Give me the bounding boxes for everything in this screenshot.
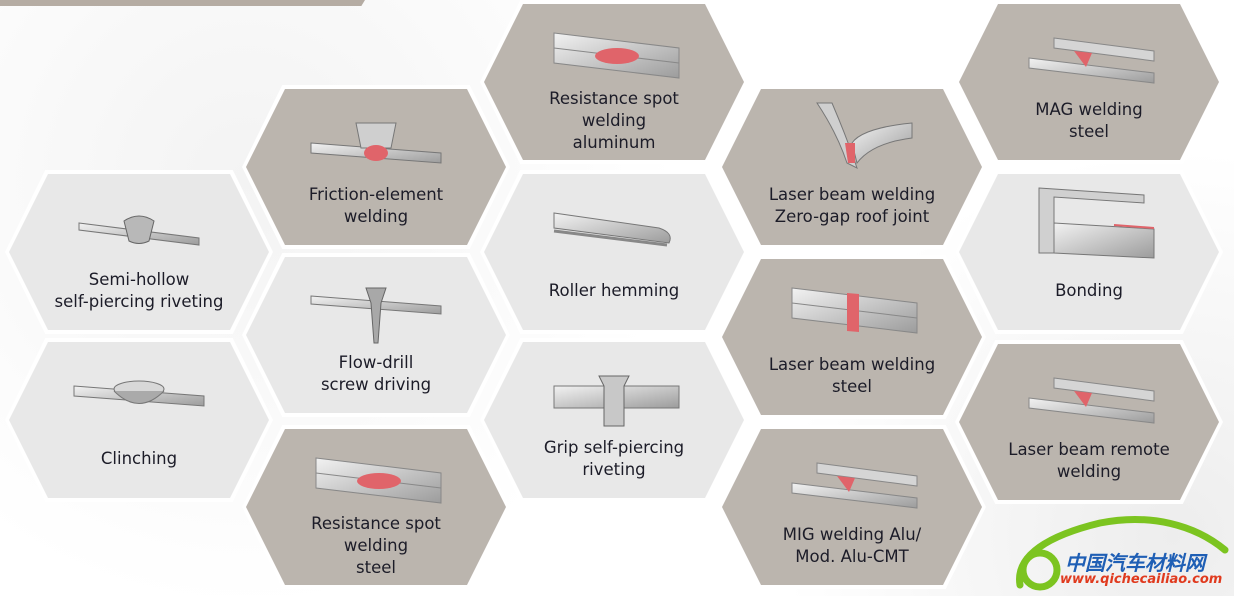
tile-label-line: Semi-hollow	[88, 270, 190, 289]
tile-resistance-spot-welding-aluminum[interactable]: Resistance spot welding aluminum	[480, 0, 748, 164]
roof-joint-icon	[816, 102, 913, 170]
tile-background: Roller hemming	[484, 174, 744, 330]
tile-background: Resistance spot welding steel	[246, 429, 506, 585]
tile-label: Friction-element welding	[272, 175, 480, 237]
tile-background: Bonding	[959, 174, 1219, 330]
friction-joint-icon	[310, 122, 442, 164]
grip-joint-icon	[553, 375, 680, 427]
tile-label-line: Zero-gap roof joint	[774, 207, 930, 226]
tile-flow-drill-screw-driving[interactable]: Flow-drill screw driving	[242, 253, 510, 417]
tile-label-line: welding	[1056, 462, 1122, 481]
tile-semi-hollow-self-piercing-riveting[interactable]: Semi-hollow self-piercing riveting	[5, 170, 273, 334]
tile-label-line: welding	[343, 536, 409, 555]
tile-background: Semi-hollow self-piercing riveting	[9, 174, 269, 330]
tile-label-line: riveting	[582, 460, 646, 479]
tile-laser-beam-welding-steel[interactable]: Laser beam welding steel	[718, 255, 986, 419]
tile-clinching[interactable]: Clinching	[5, 338, 273, 502]
tile-label-line: steel	[1069, 122, 1109, 141]
tile-label: Resistance spot welding aluminum	[510, 89, 718, 152]
tile-mag-welding-steel[interactable]: MAG welding steel	[955, 0, 1223, 164]
spot-joint-icon	[553, 32, 680, 79]
tile-label-line: Roller hemming	[548, 281, 680, 300]
tile-label: Semi-hollow self-piercing riveting	[35, 260, 243, 322]
tile-label: Flow-drill screw driving	[272, 343, 480, 405]
tile-label-line: Friction-element	[308, 185, 444, 204]
tile-label-line: Laser beam welding	[768, 185, 936, 204]
tile-background: Laser beam welding steel	[722, 259, 982, 415]
tile-label: Grip self-piercing riveting	[510, 428, 718, 490]
tile-background: Friction-element welding	[246, 89, 506, 245]
tile-label-line: Laser beam remote	[1008, 440, 1170, 459]
tile-label-line: Grip self-piercing	[543, 438, 685, 457]
site-logo[interactable]: 中国汽车材料网 www.qichecailiao.com	[1010, 515, 1230, 595]
logo-car-arc-icon	[1016, 515, 1229, 591]
tile-bonding[interactable]: Bonding	[955, 170, 1223, 334]
hem-joint-icon	[553, 212, 671, 247]
tile-label: Bonding	[985, 260, 1193, 322]
tile-roller-hemming[interactable]: Roller hemming	[480, 170, 748, 334]
tile-label-line: Mod. Alu-CMT	[795, 547, 909, 566]
laser-joint-icon	[791, 287, 918, 334]
tile-label-line: steel	[356, 558, 396, 577]
tile-label: Laser beam remote welding	[985, 430, 1193, 492]
tile-label: Resistance spot welding steel	[272, 514, 480, 577]
tile-label-line: screw driving	[320, 375, 432, 394]
tile-label-line: welding	[343, 207, 409, 226]
tile-label: Clinching	[35, 428, 243, 490]
fillet-joint-icon	[1028, 37, 1155, 84]
tile-background: MAG welding steel	[959, 4, 1219, 160]
clinch-joint-icon	[73, 380, 205, 407]
tile-background: Resistance spot welding aluminum	[484, 4, 744, 160]
tile-background: Flow-drill screw driving	[246, 257, 506, 413]
tile-label-line: steel	[832, 377, 872, 396]
tile-label: Roller hemming	[510, 260, 718, 322]
tile-label-line: Laser beam welding	[768, 355, 936, 374]
tile-background: MIG welding Alu/Mod. Alu-CMT	[722, 429, 982, 585]
fillet-joint-icon	[1028, 377, 1155, 424]
tile-label-line: MAG welding	[1035, 100, 1143, 119]
tile-resistance-spot-welding-steel[interactable]: Resistance spot welding steel	[242, 425, 510, 589]
fillet-joint-icon	[791, 462, 918, 509]
tile-label-line: self-piercing riveting	[54, 292, 224, 311]
tile-label: Laser beam welding steel	[748, 345, 956, 407]
logo-url: www.qichecailiao.com	[1060, 572, 1223, 587]
tile-label: MAG welding steel	[985, 90, 1193, 152]
bond-joint-icon	[1038, 187, 1155, 259]
tile-label-line: Flow-drill	[338, 353, 414, 372]
screw-joint-icon	[310, 287, 442, 344]
tile-label-line: Resistance spot	[311, 514, 441, 533]
tile-label-line: welding	[581, 111, 647, 130]
spot-joint-icon	[315, 457, 442, 504]
tile-background: Clinching	[9, 342, 269, 498]
tile-label-line: MIG welding Alu/	[782, 525, 922, 544]
tile-background: Grip self-piercing riveting	[484, 342, 744, 498]
tile-grip-self-piercing-riveting[interactable]: Grip self-piercing riveting	[480, 338, 748, 502]
tile-laser-beam-remote-welding[interactable]: Laser beam remote welding	[955, 340, 1223, 504]
tile-label: MIG welding Alu/Mod. Alu-CMT	[748, 515, 956, 577]
tile-mig-welding-alu[interactable]: MIG welding Alu/Mod. Alu-CMT	[718, 425, 986, 589]
tile-background: Laser beam remote welding	[959, 344, 1219, 500]
tile-friction-element-welding[interactable]: Friction-element welding	[242, 85, 510, 249]
top-accent-bar	[0, 0, 365, 6]
logo-chinese-text: 中国汽车材料网	[1065, 551, 1205, 575]
rivet-joint-icon	[78, 215, 200, 246]
tile-label-line: Clinching	[100, 449, 178, 468]
tile-label-line: aluminum	[572, 133, 656, 152]
tile-label-line: Bonding	[1055, 281, 1123, 300]
tile-label-line: Resistance spot	[549, 89, 679, 108]
